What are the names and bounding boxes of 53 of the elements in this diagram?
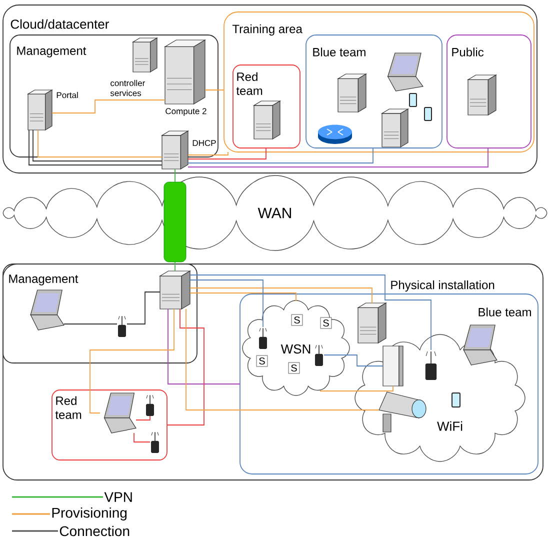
antenna-icon	[118, 316, 126, 337]
tablet-icon	[424, 107, 432, 121]
antenna-icon	[315, 344, 323, 366]
antenna-icon	[259, 328, 267, 349]
connector-line	[52, 100, 166, 114]
modem-icon	[382, 346, 404, 386]
zone-box: Red team	[52, 390, 168, 460]
connector-line	[126, 292, 160, 324]
connector-line	[320, 386, 394, 392]
sensor-box: S	[320, 317, 332, 329]
camera-icon	[378, 392, 426, 432]
connector-line	[166, 308, 204, 426]
antenna-icon	[146, 394, 154, 416]
device-label: DHCP	[192, 140, 216, 146]
tablet-icon	[409, 93, 417, 107]
connector-line	[90, 308, 174, 414]
sensor-box: S	[291, 314, 303, 326]
router-icon	[318, 124, 352, 144]
laptop-icon	[30, 290, 64, 330]
device-label: controller services	[110, 80, 145, 96]
connector-line	[190, 274, 432, 350]
connector-line	[188, 148, 374, 164]
legend-text: Provisioning	[52, 507, 127, 521]
sensor-box: S	[288, 362, 300, 374]
cloud: WAN	[2, 175, 548, 251]
zone-box: Public	[446, 34, 532, 148]
connector-line	[188, 148, 488, 168]
connector-line	[174, 262, 176, 272]
antenna-icon	[151, 432, 159, 453]
connector-line	[190, 288, 372, 304]
legend-text: VPN	[104, 492, 132, 502]
connector-line	[38, 130, 162, 158]
connector-line	[188, 152, 228, 156]
bar-icon	[164, 182, 186, 262]
legend-text: Connection	[60, 526, 130, 536]
connector-line	[324, 354, 384, 366]
device-label: Compute 2	[166, 108, 206, 116]
connector-line	[188, 148, 266, 160]
connector-line	[190, 280, 264, 328]
connector-line	[136, 416, 150, 420]
zone-box: Red team	[232, 64, 300, 148]
laptop-icon	[463, 324, 498, 366]
antenna-icon	[425, 351, 437, 380]
connector-line	[134, 432, 150, 442]
connector-line	[190, 292, 296, 302]
sensor-box: S	[256, 355, 268, 367]
connector-line	[186, 308, 380, 410]
device-label: Portal	[56, 92, 78, 98]
tablet-icon	[452, 392, 460, 408]
zone-box: Blue team	[306, 34, 442, 148]
connector-line	[174, 168, 176, 182]
zone-box: Management	[2, 264, 198, 364]
connector-line	[168, 308, 240, 384]
